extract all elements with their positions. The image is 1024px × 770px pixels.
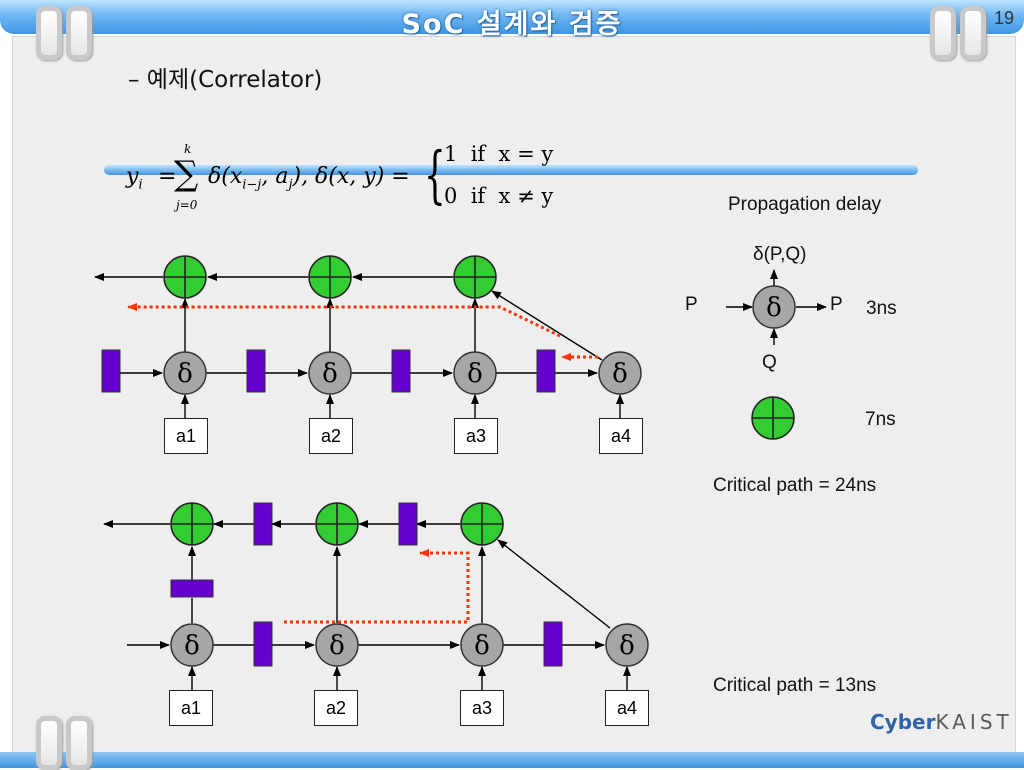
bottom-delta-node-2 [315,623,359,667]
top-input-a1: a1 [164,418,208,454]
top-input-a4: a4 [599,418,643,454]
legend-delta-top-label: δ(P,Q) [753,244,807,265]
top-delta-node-3 [453,351,497,395]
critical-path-1: Critical path = 24ns [713,475,877,496]
bottom-input-a1: a1 [169,690,213,726]
binder-ring-icon [930,6,956,60]
bottom-register-x-2 [543,621,563,667]
formula-lhs: yi [126,164,143,193]
binder-ring-icon [36,6,62,60]
top-delta-node-1 [163,351,207,395]
legend-adder-time: 7ns [865,409,896,430]
bottom-delta-node-3-symbol: δ [474,631,490,661]
critical-path-2: Critical path = 13ns [713,675,877,696]
bottom-delta-node-3 [460,623,504,667]
bottom-register-sum-1 [170,579,214,598]
critical-paths [127,303,598,624]
brace-icon: { [424,138,446,211]
bottom-register-sum-2 [253,502,273,546]
binder-ring-icon [66,716,92,770]
formula-body: δ(xi−j, aj), δ(x, y) = [208,164,410,193]
propagation-delay-title: Propagation delay [728,194,882,215]
top-register-4 [536,349,556,393]
bottom-delta-node-1-symbol: δ [184,631,200,661]
top-delta4-to-adder3 [491,290,603,361]
formula-case-2: 0 if x ≠ y [444,184,554,208]
top-delta-node-2 [308,351,352,395]
formula-sum-top: k [184,142,192,156]
bottom-input-a3: a3 [460,690,504,726]
bottom-register-sum-3 [398,502,418,546]
formula-highlight-bar [104,165,918,175]
bullet-heading: – 예제(Correlator) [128,67,323,93]
top-register-3 [391,349,411,393]
top-delta-node-2-symbol: δ [322,359,338,389]
bottom-critical-path [284,549,470,624]
top-register-2 [246,349,266,393]
bottom-delta-node-4-symbol: δ [619,631,635,661]
nodes: δ δ δ δ δ δ δ δ δ [101,255,796,667]
binder-ring-icon [960,6,986,60]
formula-sum-bottom: j=0 [176,198,198,212]
sigma-icon: ∑ [174,154,199,194]
top-delta-node-1-symbol: δ [177,359,193,389]
bottom-delta-node-4 [605,623,649,667]
legend-delta-left-label: P [685,294,698,315]
bottom-input-a4: a4 [605,690,649,726]
bottom-delta-node-2-symbol: δ [329,631,345,661]
top-register-1 [101,349,121,393]
bottom-register-x-1 [253,621,273,667]
top-critical-path [127,303,561,338]
binder-ring-icon [66,6,92,60]
page-number: 19 [993,8,1014,28]
wires [94,269,827,690]
formula-equals: = [158,164,177,189]
top-delta-node-4-symbol: δ [612,359,628,389]
legend-delta-time: 3ns [866,298,897,319]
top-input-a3: a3 [454,418,498,454]
header-bar [0,0,1024,34]
top-delta-node-4 [598,351,642,395]
legend-delta-bottom-label: Q [762,352,777,373]
legend-delta-node [752,285,796,329]
bottom-delta-node-1 [170,623,214,667]
slide-title: SoC 설계와 검증 [401,9,623,40]
cyber-kaist-logo: CyberKAIST [870,710,1013,734]
legend-delta-right-label: P [830,294,843,315]
formula: yi = k ∑ j=0 δ(xi−j, aj), δ(x, y) = { 1 … [122,138,562,220]
legend-delta-node-symbol: δ [766,293,782,323]
bottom-delta4-to-adder3 [497,539,611,629]
formula-case-1: 1 if x = y [444,142,554,166]
top-delta-node-3-symbol: δ [467,359,483,389]
footer-bar [0,752,1024,768]
bottom-input-a2: a2 [314,690,358,726]
top-input-a2: a2 [309,418,353,454]
